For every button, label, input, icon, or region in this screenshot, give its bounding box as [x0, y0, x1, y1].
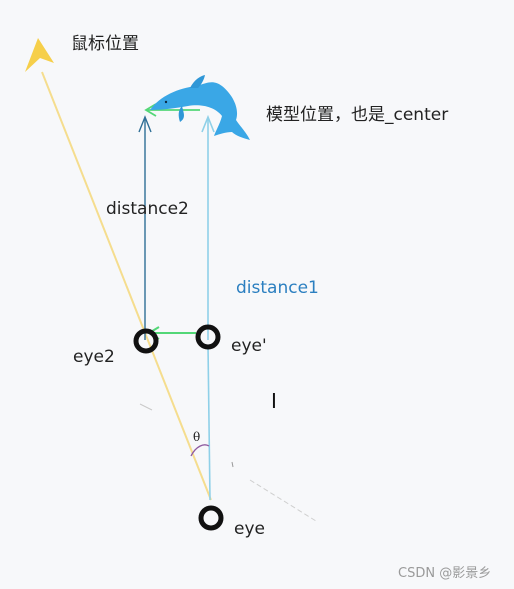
eye-prime-label: eye' [231, 336, 267, 356]
theta-angle-mark [190, 444, 210, 457]
text-cursor: I [271, 389, 277, 413]
mouse-cursor-icon [25, 38, 54, 72]
distance1-label: distance1 [236, 278, 319, 298]
eye2-label: eye2 [73, 347, 115, 367]
eye-to-eye-prime-line [207, 344, 211, 501]
distance2-label: distance2 [106, 199, 189, 219]
eye2-marker [133, 328, 159, 354]
mouse-position-label: 鼠标位置 [71, 34, 139, 54]
eye-marker [198, 505, 224, 531]
guide-tick [231, 461, 234, 468]
guide-line-right [249, 479, 317, 522]
model-position-label: 模型位置，也是_center [266, 105, 448, 125]
guide-line-left [139, 403, 153, 411]
theta-label: θ [193, 430, 200, 444]
distance2-arrowhead [138, 115, 152, 133]
mouse-ray [41, 71, 212, 501]
distance1-arrowhead [201, 114, 215, 133]
model-shift-arrowhead [144, 103, 157, 117]
eye-prime-marker [195, 324, 221, 350]
watermark: CSDN @影景乡 [398, 566, 491, 581]
dolphin-icon [150, 75, 250, 140]
eye-label: eye [234, 519, 265, 539]
